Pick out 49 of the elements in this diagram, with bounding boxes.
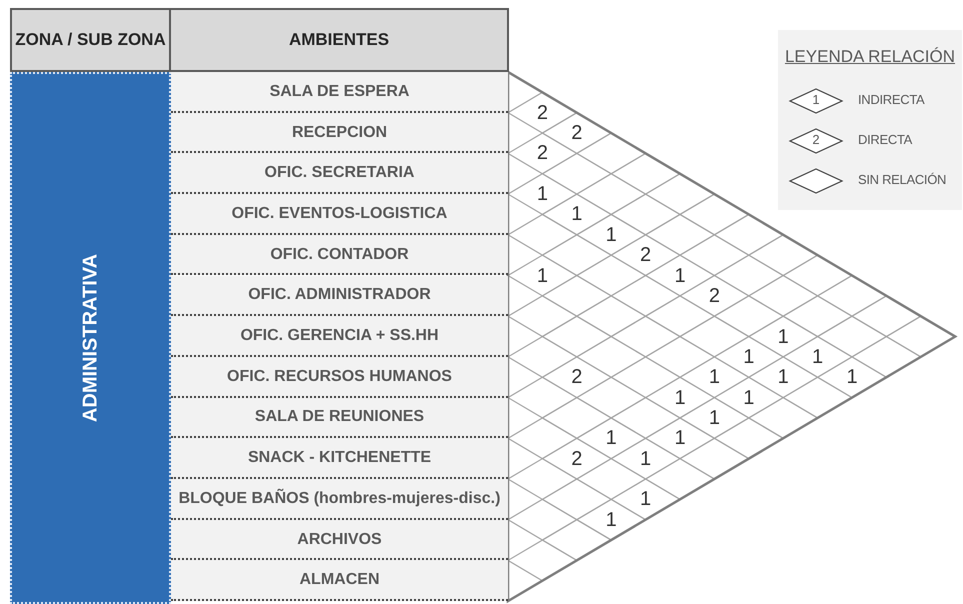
relation-value: 1 (536, 264, 549, 286)
relation-value: 1 (708, 366, 721, 388)
room-row: RECEPCION (171, 112, 508, 154)
relation-value: 1 (845, 366, 859, 388)
relation-value: 2 (708, 284, 721, 307)
relation-value: 2 (639, 244, 652, 266)
legend-text: DIRECTA (858, 132, 912, 147)
room-row: SALA DE ESPERA (171, 72, 508, 113)
legend-value: 2 (811, 132, 821, 147)
room-row: OFIC. GERENCIA + SS.HH (171, 316, 508, 357)
room-row: ALMACEN (171, 560, 508, 602)
relation-value: 1 (811, 346, 824, 368)
relation-value: 1 (673, 427, 687, 450)
relation-value: 2 (570, 366, 584, 388)
zone-band (10, 72, 171, 604)
relation-value: 1 (673, 386, 687, 409)
room-row: SALA DE REUNIONES (171, 398, 508, 438)
relation-value: 1 (604, 427, 618, 450)
relation-value: 2 (570, 448, 584, 470)
relation-value: 1 (742, 346, 756, 368)
relation-value: 2 (570, 122, 584, 144)
room-row: OFIC. ADMINISTRADOR (171, 276, 508, 316)
column-header: ZONA / SUB ZONA (10, 8, 171, 72)
zone-label: ADMINISTRATIVA (79, 254, 102, 422)
legend-text: INDIRECTA (858, 92, 924, 107)
column-header: AMBIENTES (169, 8, 509, 72)
relation-value: 1 (742, 386, 756, 409)
relation-value: 2 (536, 142, 549, 164)
relation-value: 1 (536, 183, 549, 206)
relation-value: 1 (570, 203, 584, 226)
legend-value: 1 (811, 92, 821, 107)
room-row: SNACK - KITCHENETTE (171, 438, 508, 479)
relation-value: 1 (639, 488, 652, 510)
room-row: ARCHIVOS (171, 520, 508, 560)
relation-value: 2 (536, 102, 549, 124)
room-row: OFIC. EVENTOS-LOGISTICA (171, 194, 508, 235)
relation-value: 1 (673, 264, 687, 286)
room-row: OFIC. RECURSOS HUMANOS (171, 356, 508, 398)
relation-value: 1 (604, 224, 618, 246)
relation-value: 1 (776, 326, 790, 348)
relation-value: 1 (708, 406, 721, 429)
relation-value: 1 (639, 448, 652, 470)
room-row: BLOQUE BAÑOS (hombres-mujeres-disc.) (171, 479, 508, 520)
legend-text: SIN RELACIÓN (858, 172, 946, 187)
relation-value: 1 (776, 366, 790, 388)
legend-title: LEYENDA RELACIÓN (784, 47, 956, 67)
relation-value: 1 (604, 508, 618, 531)
room-row: OFIC. CONTADOR (171, 234, 508, 276)
room-row: OFIC. SECRETARIA (171, 153, 508, 194)
